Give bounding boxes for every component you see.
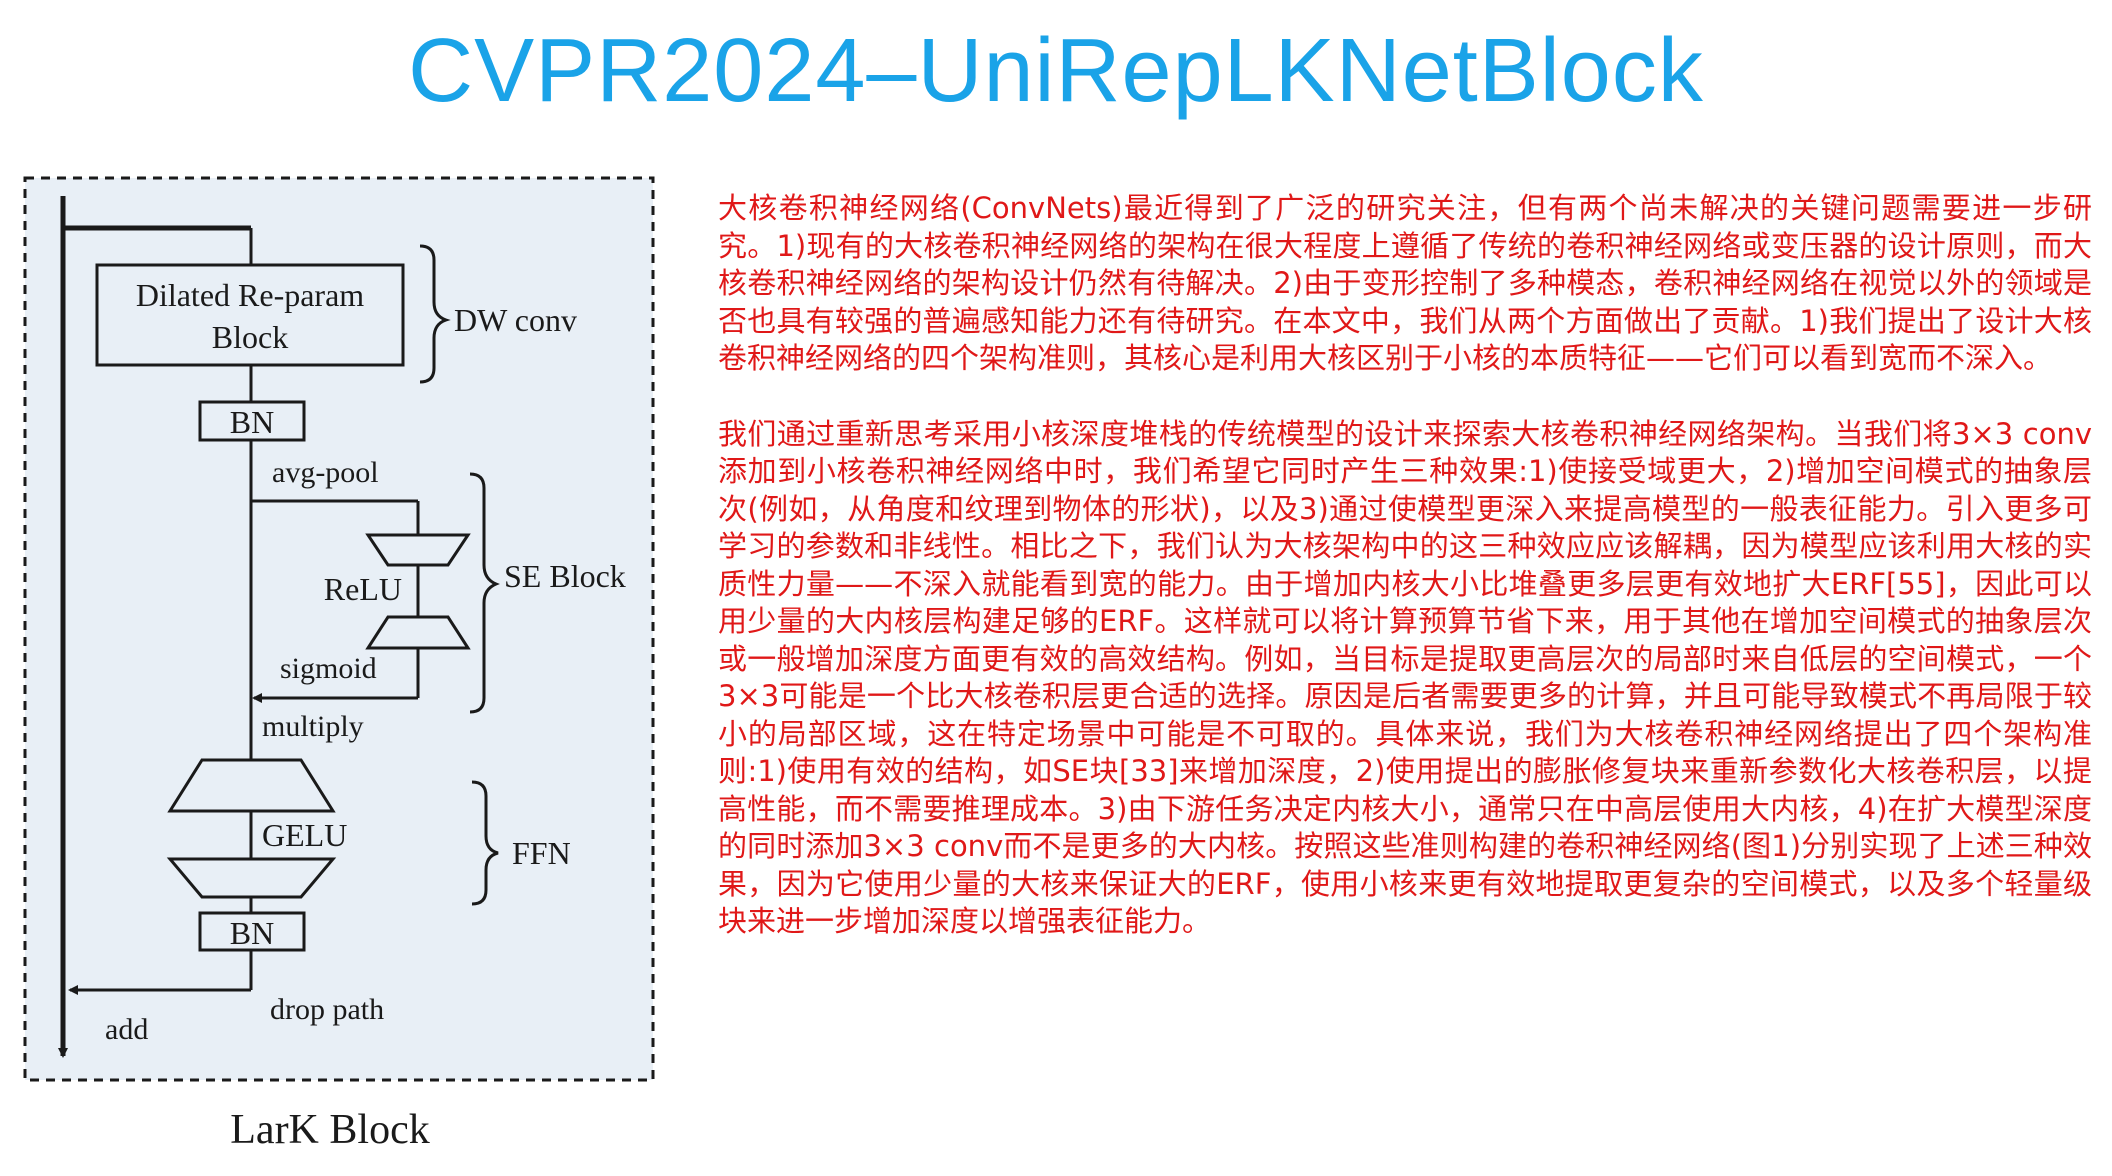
- description-panel: 大核卷积神经网络(ConvNets)最近得到了广泛的研究关注，但有两个尚未解决的…: [718, 190, 2092, 941]
- diagram-caption: LarK Block: [230, 1107, 429, 1153]
- page-title: CVPR2024–UniRepLKNetBlock: [408, 21, 1704, 121]
- description-paragraph-1: 大核卷积神经网络(ConvNets)最近得到了广泛的研究关注，但有两个尚未解决的…: [718, 191, 2092, 375]
- lark-block-diagram: Dilated Re-param Block DW conv BN avg-po…: [23, 176, 655, 1153]
- dw-conv-label: DW conv: [454, 302, 577, 338]
- ffn-brace: [471, 780, 499, 906]
- gelu-label: GELU: [262, 817, 347, 853]
- drop-path-label: drop path: [270, 993, 384, 1026]
- add-label: add: [105, 1013, 148, 1046]
- ffn-label: FFN: [512, 835, 571, 871]
- description-paragraph-2: 我们通过重新思考采用小核深度堆栈的传统模型的设计来探索大核卷积神经网络架构。当我…: [718, 416, 2092, 939]
- dilated-block-label-2: Block: [212, 319, 288, 355]
- se-fc-expand: [365, 615, 471, 650]
- avg-pool-label: avg-pool: [272, 456, 379, 489]
- se-fc-reduce: [365, 533, 471, 567]
- dw-conv-brace: [419, 244, 451, 384]
- sigmoid-label: sigmoid: [280, 652, 377, 685]
- se-block-label: SE Block: [504, 558, 626, 594]
- bn-bottom-label: BN: [230, 915, 274, 951]
- bn-top-label: BN: [230, 404, 274, 440]
- relu-label: ReLU: [324, 571, 402, 607]
- dilated-reparam-block: [95, 263, 405, 367]
- multiply-label: multiply: [262, 710, 364, 743]
- ffn-expand-trapezoid: [167, 758, 336, 813]
- se-block-brace: [469, 472, 500, 714]
- ffn-reduce-trapezoid: [166, 857, 337, 899]
- dilated-block-label-1: Dilated Re-param: [136, 277, 364, 313]
- bn-top-box: [198, 400, 306, 442]
- bn-bottom-box: [198, 911, 306, 952]
